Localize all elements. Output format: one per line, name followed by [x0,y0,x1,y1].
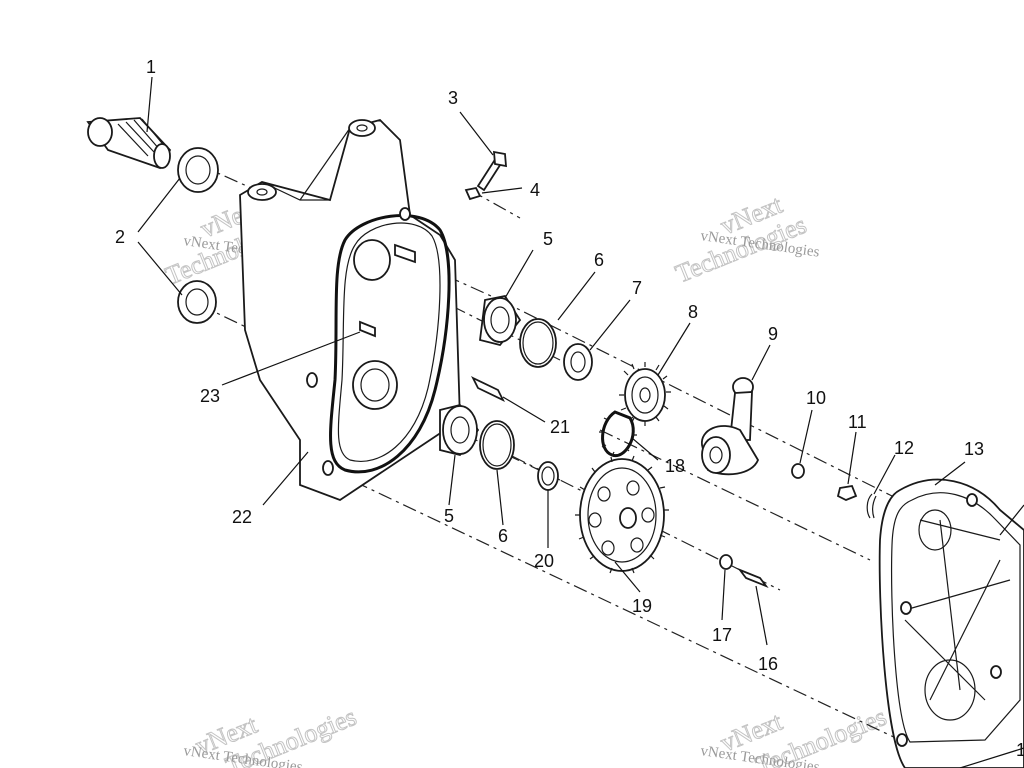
callout-5-upper: 5 [543,229,553,249]
chaincase-cover [878,478,1024,768]
chaincase-housing [239,118,461,502]
upper-sprocket [619,362,671,426]
callout-23: 23 [200,386,220,406]
o-ring-upper [519,318,557,368]
callout-16: 16 [758,654,778,674]
cotter-pin [866,493,877,519]
callout-numbers: 1 2 3 4 5 5 6 6 7 8 9 10 11 12 13 16 17 … [115,57,1024,760]
bolt-and-nut [464,150,507,201]
bearing-lower [439,403,480,457]
callout-12: 12 [894,438,914,458]
callout-6-upper: 6 [594,250,604,270]
callout-22: 22 [232,507,252,527]
callout-21: 21 [550,417,570,437]
callout-9: 9 [768,324,778,344]
callout-3: 3 [448,88,458,108]
chain-tensioner [701,377,760,476]
callout-19: 19 [632,596,652,616]
drive-chain [599,410,637,458]
callout-1-edge: 1 [1016,740,1024,760]
lock-nut [836,484,858,501]
lower-sprocket [575,455,669,574]
o-ring-lower [479,420,515,470]
callout-7: 7 [632,278,642,298]
callout-4: 4 [530,180,540,200]
callout-1: 1 [146,57,156,77]
callout-13: 13 [964,439,984,459]
callout-8: 8 [688,302,698,322]
callout-2: 2 [115,227,125,247]
callout-11: 11 [848,412,867,432]
callout-18: 18 [665,456,685,476]
leader-lines [137,76,1024,768]
oil-seals [177,147,219,324]
input-shaft [86,117,172,170]
callout-6-lower: 6 [498,526,508,546]
thrust-washer [537,461,559,491]
cap-screw [737,567,769,589]
bearing-upper [479,294,522,347]
callout-5-lower: 5 [444,506,454,526]
pin [471,376,505,402]
bolt-washer [719,554,733,570]
callout-20: 20 [534,551,554,571]
callout-17: 17 [712,625,732,645]
callout-10: 10 [806,388,826,408]
flat-washer [791,463,805,479]
spacer-ring [563,343,593,381]
